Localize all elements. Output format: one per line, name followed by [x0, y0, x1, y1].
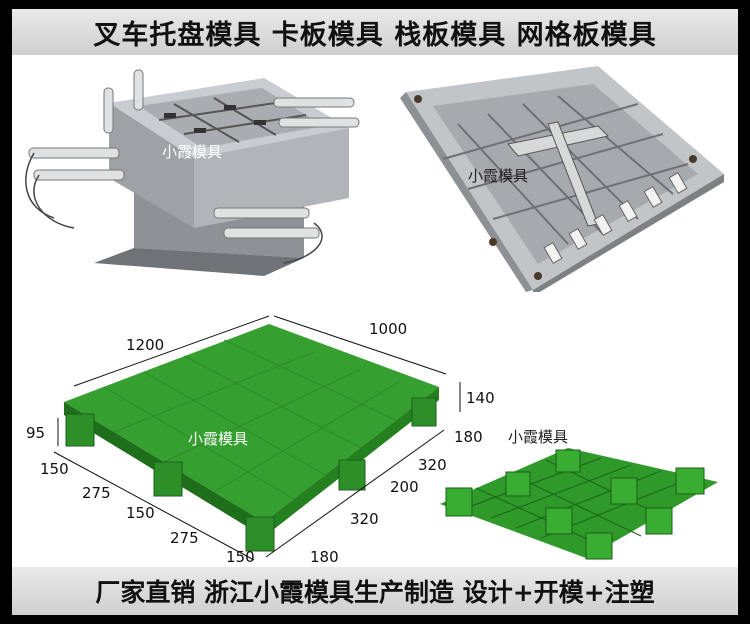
- header-banner: 叉车托盘模具 卡板模具 栈板模具 网格板模具: [12, 9, 738, 55]
- pallet-underside-photo: [440, 448, 718, 560]
- watermark-mold-left: 小霞模具: [162, 143, 223, 161]
- dim-foot-height: 95: [26, 424, 45, 442]
- dim-length: 1200: [126, 336, 164, 354]
- dim-edge-b: 150: [126, 504, 155, 522]
- footer-banner: 厂家直销 浙江小霞模具生产制造 设计+开模+注塑: [12, 567, 738, 615]
- dim-span-a: 275: [82, 484, 111, 502]
- watermark-mold-right: 小霞模具: [468, 167, 529, 185]
- dim-side-span-2: 320: [350, 510, 379, 528]
- mold-photo-left: [25, 69, 360, 276]
- dim-side-span-1: 320: [418, 456, 447, 474]
- dim-side-edge-1: 180: [454, 428, 483, 446]
- dim-side-edge-2: 180: [310, 548, 339, 564]
- footer-slogan: 厂家直销 浙江小霞模具生产制造 设计+开模+注塑: [95, 578, 655, 607]
- pallet-dimension-drawing: 1200 1000 140 95 150 275 150 275 150 180…: [26, 315, 494, 564]
- dim-edge-c: 150: [226, 548, 255, 564]
- dim-span-b: 275: [170, 529, 199, 547]
- dim-height: 140: [466, 389, 494, 407]
- header-title: 叉车托盘模具 卡板模具 栈板模具 网格板模具: [93, 19, 657, 51]
- watermark-pallet-front: 小霞模具: [188, 430, 249, 448]
- dim-side-mid: 200: [390, 478, 419, 496]
- dim-edge-a: 150: [40, 460, 69, 478]
- watermark-pallet-back: 小霞模具: [508, 428, 569, 446]
- dim-width: 1000: [369, 320, 407, 338]
- mold-photo-right: [400, 66, 724, 292]
